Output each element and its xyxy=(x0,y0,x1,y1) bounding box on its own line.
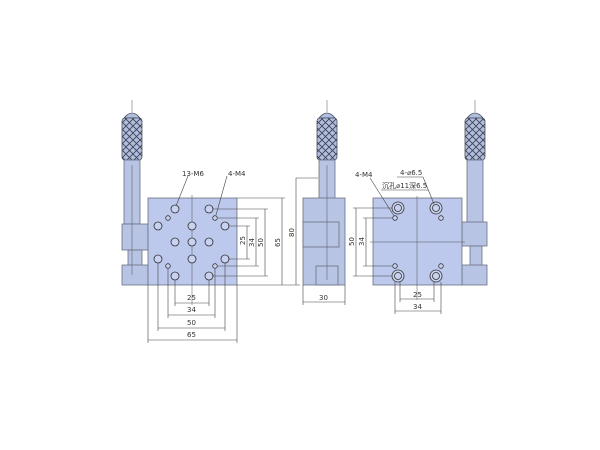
dim-h-34: 34 xyxy=(413,303,422,311)
micrometer-left xyxy=(121,100,149,286)
bottom-view: 4-M4 4-⌀6.5 沉孔⌀11深6.5 50 34 25 34 xyxy=(348,100,488,314)
dim-v-50: 50 xyxy=(257,238,265,247)
dim-v-25: 25 xyxy=(239,236,247,245)
dim-h-34: 34 xyxy=(187,306,196,314)
base-plate xyxy=(372,197,463,286)
knurl-icon xyxy=(464,117,486,161)
knurl-icon xyxy=(121,117,143,161)
counterbore-holes xyxy=(391,201,444,283)
callout-4-m4: 4-M4 xyxy=(355,171,373,179)
dim-v-50: 50 xyxy=(348,237,356,246)
side-view: 30 xyxy=(296,100,346,305)
dim-v-80: 80 xyxy=(288,228,296,237)
dim-v-34: 34 xyxy=(248,238,256,247)
dim-v-34: 34 xyxy=(358,237,366,246)
dim-h-30: 30 xyxy=(319,294,328,302)
dim-v-65: 65 xyxy=(274,238,282,247)
dim-h-25: 25 xyxy=(187,294,196,302)
dim-h-25: 25 xyxy=(413,291,422,299)
dim-h-50: 50 xyxy=(187,319,196,327)
callout-4-m4: 4-M4 xyxy=(228,170,246,178)
callout-13-m6: 13-M6 xyxy=(182,170,204,178)
mounting-holes xyxy=(153,204,230,281)
knurl-icon xyxy=(316,117,338,161)
callout-counterbore: 沉孔⌀11深6.5 xyxy=(382,181,427,190)
callout-through-hole: 4-⌀6.5 xyxy=(400,169,422,177)
dim-h-65: 65 xyxy=(187,331,196,339)
top-view: 13-M6 4-M4 25 34 50 65 80 25 34 50 65 xyxy=(121,100,300,343)
